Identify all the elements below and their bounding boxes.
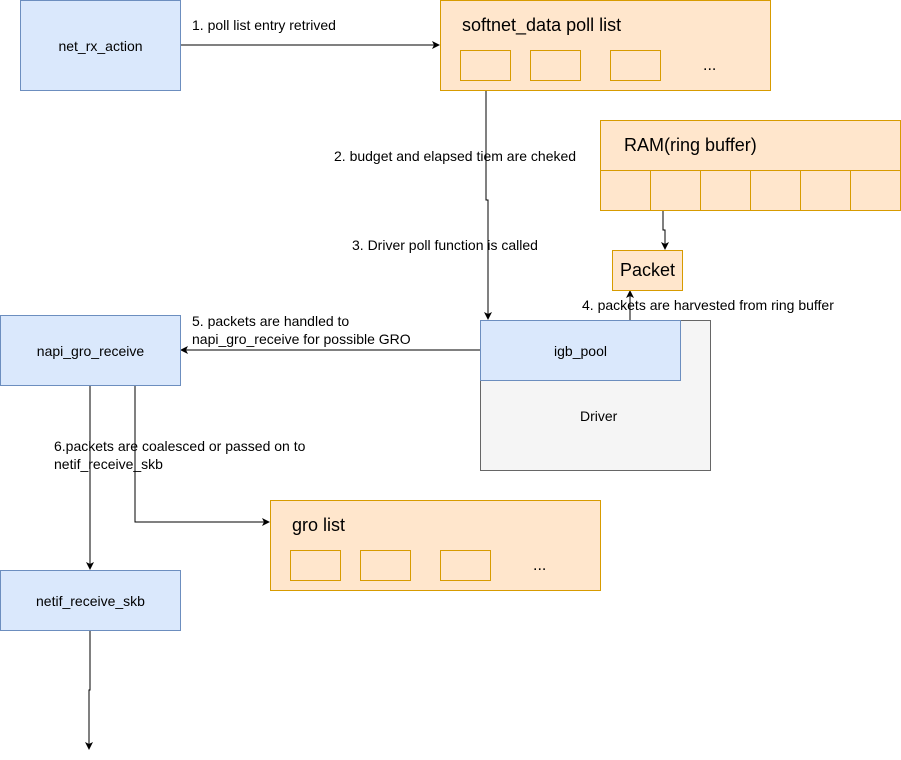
ring-buffer-cell [750, 170, 801, 211]
step-5-label-line-1: 5. packets are handled to [192, 313, 350, 329]
driver-label: Driver [580, 408, 618, 424]
step-6-label-line-2: netif_receive_skb [54, 456, 163, 472]
gro-slot [360, 550, 411, 581]
arrow-napi-to-gro-list [134, 385, 270, 526]
ring-buffer-cell [600, 170, 651, 211]
packet-node: Packet [612, 250, 683, 291]
ring-buffer-cell [650, 170, 701, 211]
napi-gro-receive-node: napi_gro_receive [0, 315, 181, 386]
net-rx-action-node: net_rx_action [20, 0, 181, 91]
arrow-netif-out [85, 630, 93, 750]
gro-slot [440, 550, 491, 581]
step-1-label: 1. poll list entry retrived [192, 17, 336, 33]
ring-buffer-cell [850, 170, 901, 211]
igb-pool-node: igb_pool [480, 320, 681, 381]
arrow-ram-to-packet [661, 210, 669, 250]
gro-ellipsis: ... [533, 557, 547, 574]
softnet-poll-list-title: softnet_data poll list [462, 15, 622, 35]
ram-ring-buffer-container: RAM(ring buffer) [600, 120, 901, 211]
arrow-driver-poll-call [484, 80, 492, 320]
netif-receive-skb-node: netif_receive_skb [0, 570, 181, 631]
gro-slot [290, 550, 341, 581]
gro-list-title: gro list [292, 515, 346, 535]
ram-ring-buffer-title: RAM(ring buffer) [624, 135, 757, 155]
softnet-poll-list-container: softnet_data poll list ... [440, 0, 771, 91]
igb-pool-label: igb_pool [554, 342, 607, 359]
packet-label: Packet [619, 260, 676, 280]
gro-list-container: gro list ... [270, 500, 601, 591]
softnet-ellipsis: ... [703, 57, 717, 74]
step-3-label: 3. Driver poll function is called [352, 237, 538, 253]
softnet-slot [610, 50, 661, 81]
ring-buffer-cell [800, 170, 851, 211]
softnet-slot [460, 50, 511, 81]
ring-buffer-cell [700, 170, 751, 211]
step-6-label-line-1: 6.packets are coalesced or passed on to [54, 438, 306, 454]
softnet-slot [530, 50, 581, 81]
net-rx-action-label: net_rx_action [58, 37, 143, 54]
step-2-label: 2. budget and elapsed tiem are cheked [334, 148, 577, 164]
step-5-label-line-2: napi_gro_receive for possible GRO [192, 331, 411, 347]
napi-gro-receive-label: napi_gro_receive [36, 342, 145, 359]
step-4-label: 4. packets are harvested from ring buffe… [582, 297, 834, 313]
netif-receive-skb-label: netif_receive_skb [36, 592, 145, 609]
